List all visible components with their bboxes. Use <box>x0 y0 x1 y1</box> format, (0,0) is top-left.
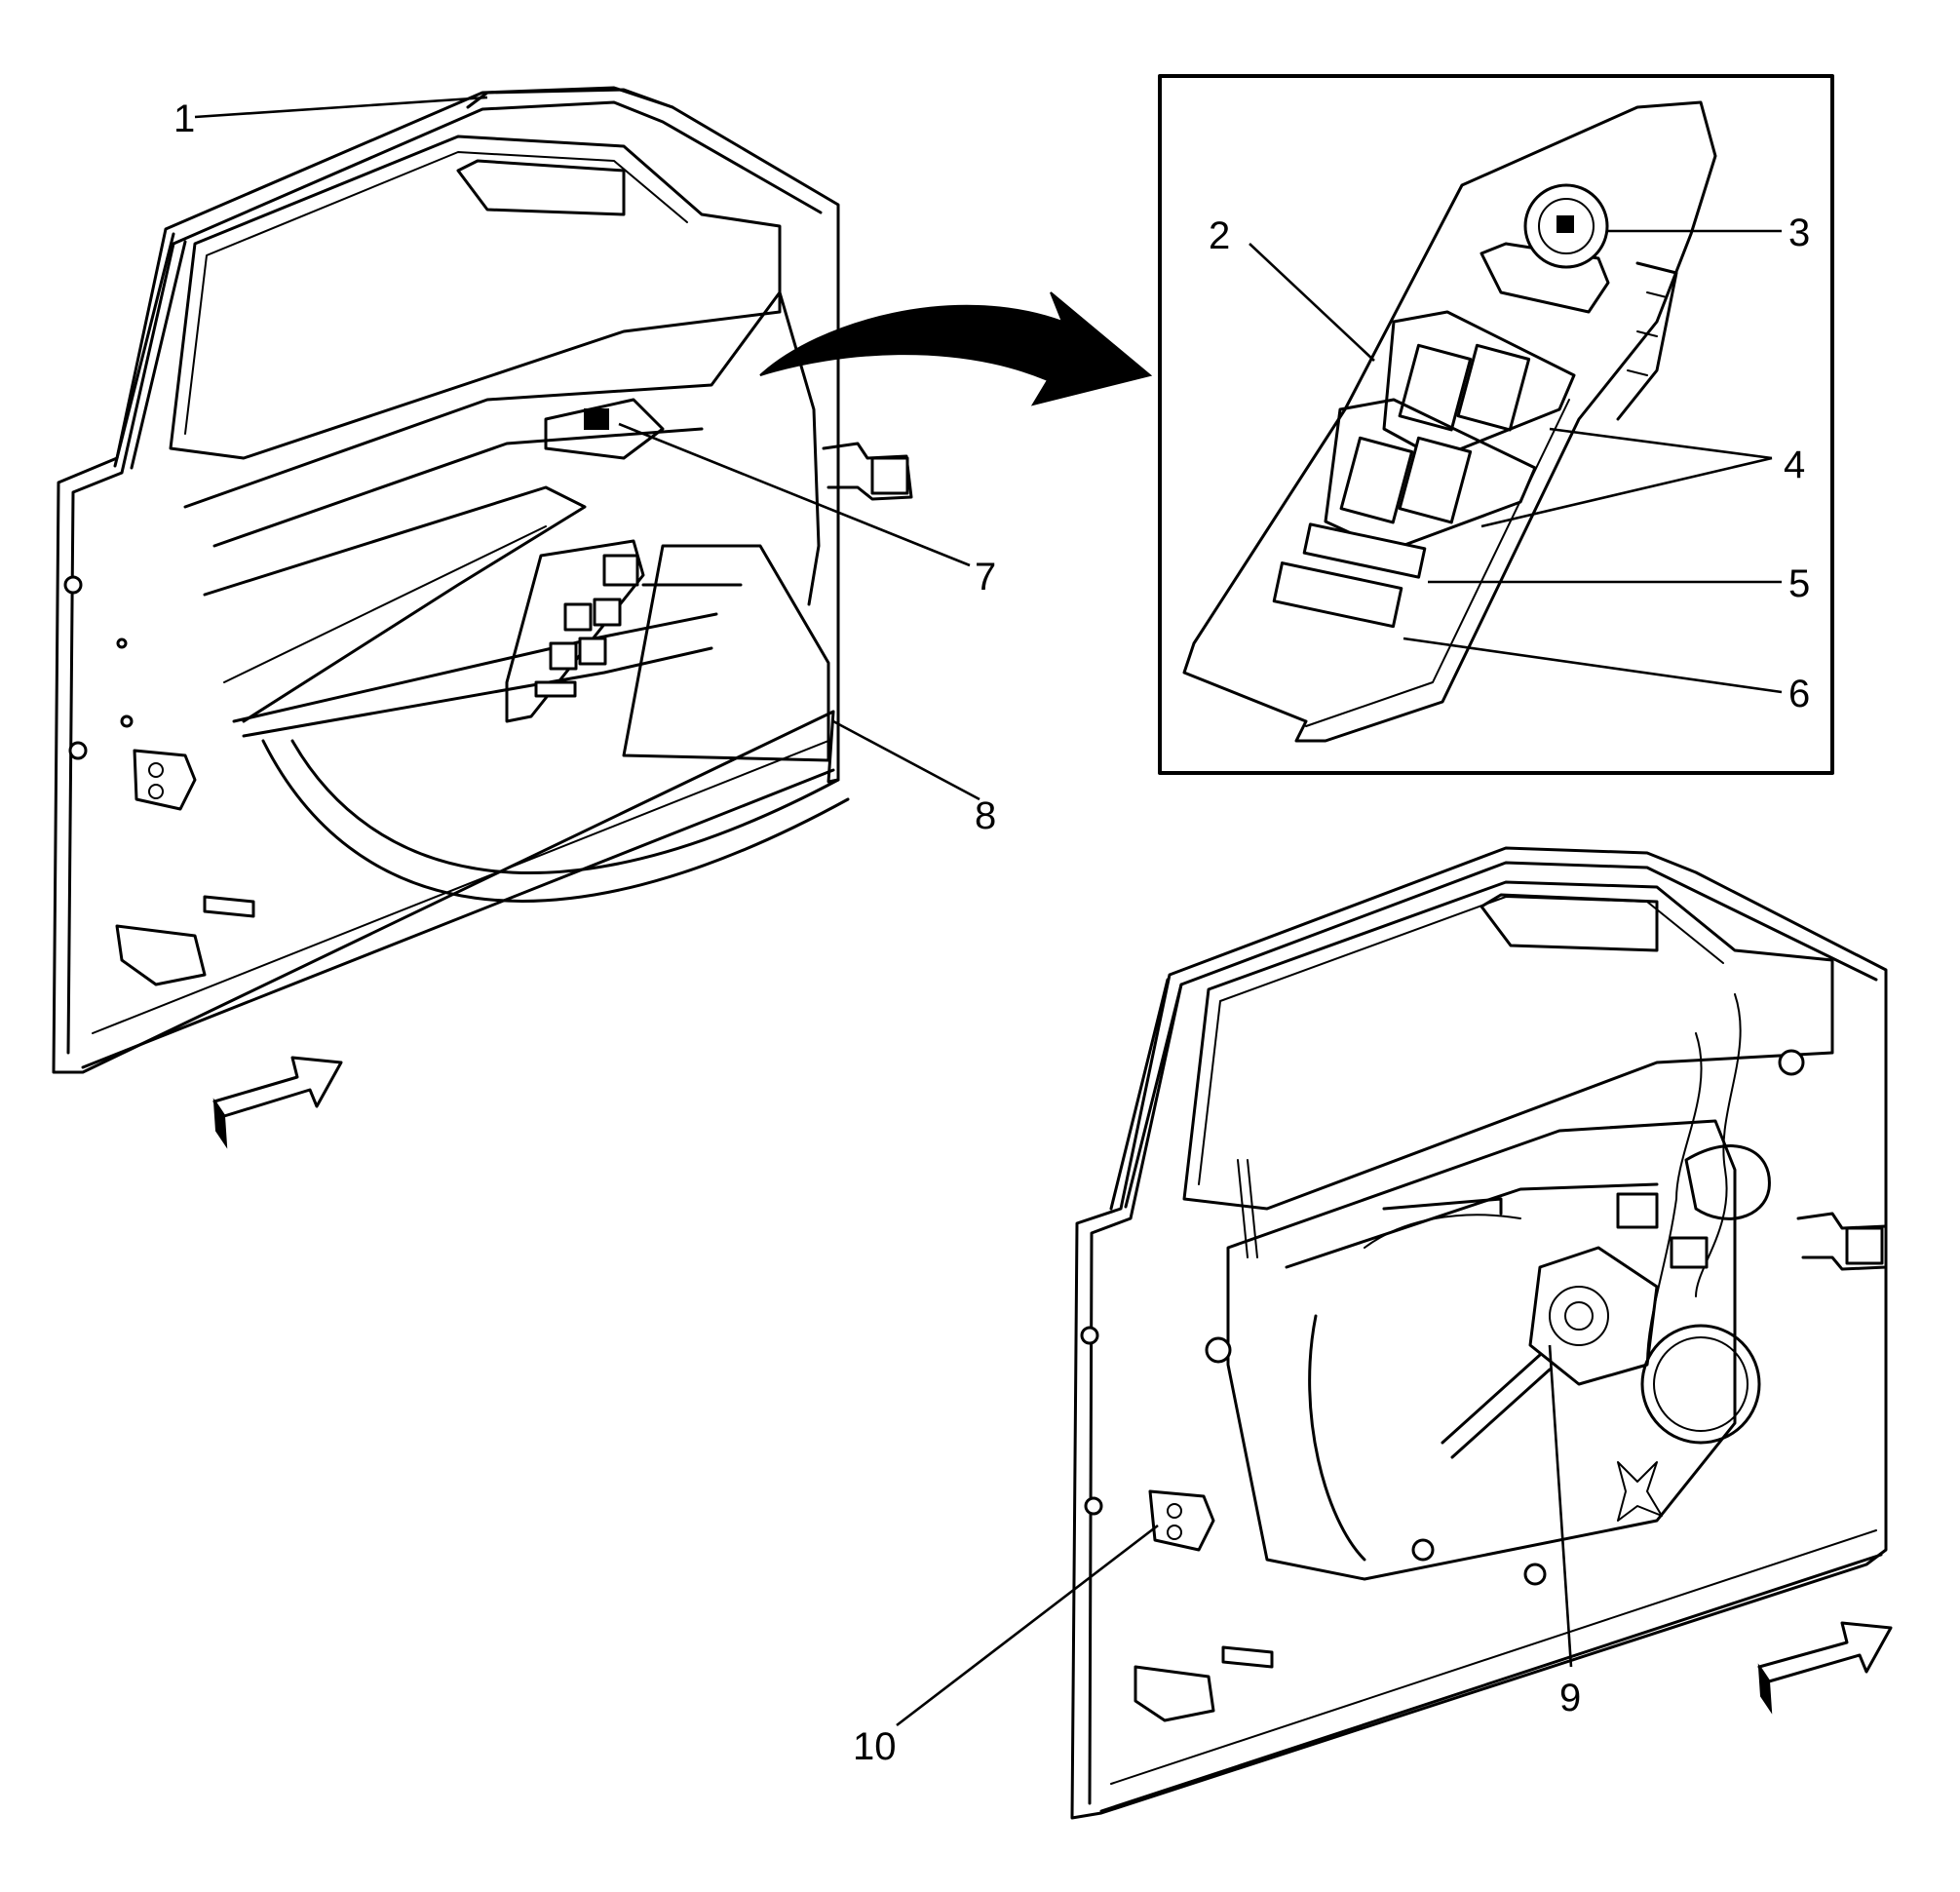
leader-6 <box>1403 637 1783 694</box>
callout-7: 7 <box>975 556 996 598</box>
leader-9 <box>1548 1344 1573 1668</box>
leader-10 <box>896 1524 1159 1727</box>
callout-3: 3 <box>1788 212 1810 254</box>
leader-8 <box>832 719 980 801</box>
callout-4: 4 <box>1784 444 1805 486</box>
callout-6: 6 <box>1788 673 1810 715</box>
leader-2 <box>1249 243 1375 362</box>
callout-2: 2 <box>1209 214 1230 257</box>
leader-4b <box>1480 456 1773 528</box>
view-direction-arrow-left <box>212 1056 343 1149</box>
door-bare-view <box>1070 846 1893 1820</box>
callout-5: 5 <box>1788 562 1810 605</box>
door-trim-panel-view <box>52 86 913 1149</box>
callout-1: 1 <box>173 97 195 140</box>
callout-9: 9 <box>1559 1677 1581 1719</box>
leader-1 <box>194 96 488 119</box>
view-direction-arrow-right <box>1757 1621 1893 1715</box>
callout-leaders <box>194 96 1783 1727</box>
switch-detail-inset <box>1158 74 1834 775</box>
callout-8: 8 <box>975 794 996 837</box>
detail-arrow <box>759 291 1153 406</box>
callout-10: 10 <box>853 1725 897 1768</box>
leader-7 <box>618 422 971 567</box>
leader-4a <box>1549 427 1773 460</box>
